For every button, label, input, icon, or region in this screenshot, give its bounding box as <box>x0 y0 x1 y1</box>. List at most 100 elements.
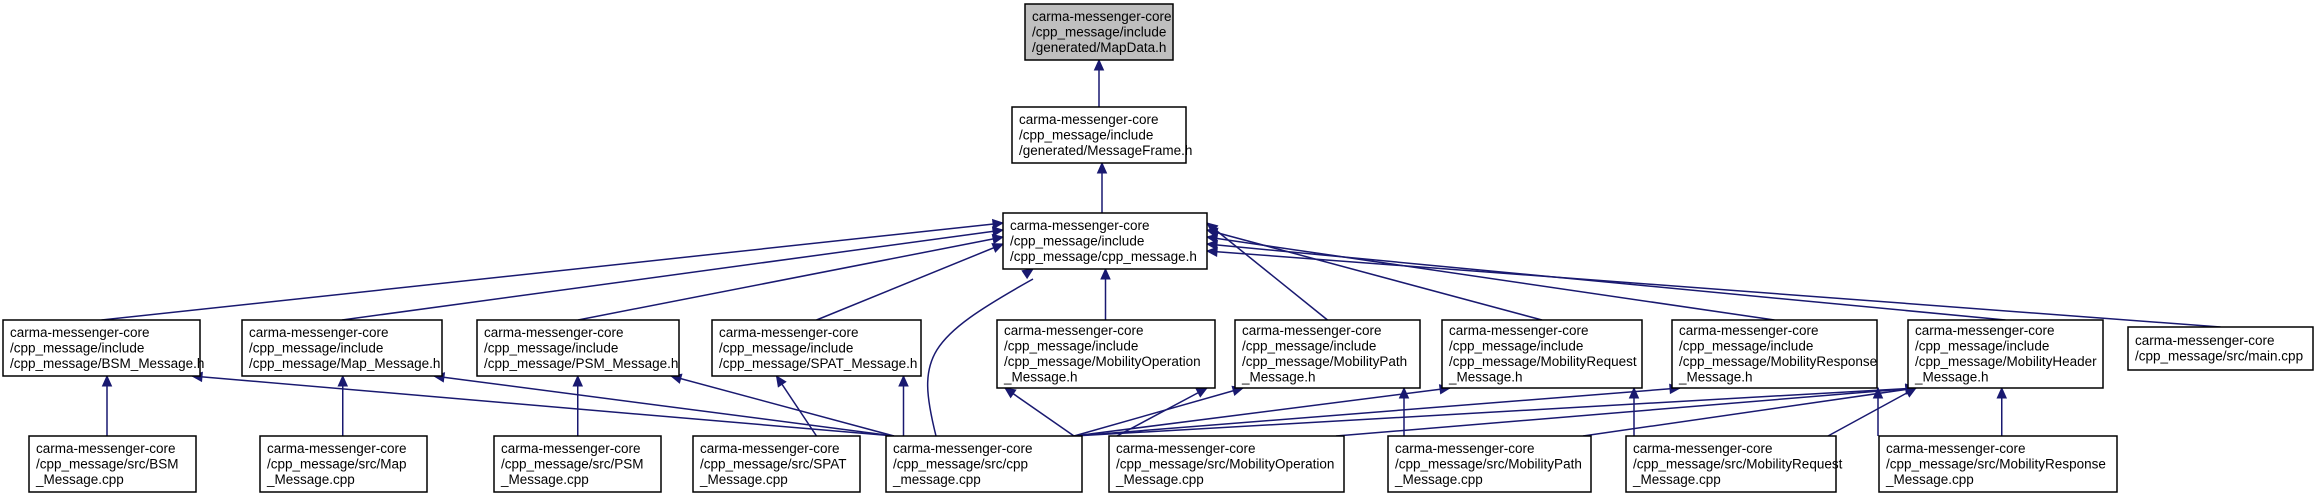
node-label-line: carma-messenger-core <box>501 441 641 456</box>
node-box <box>885 435 1083 493</box>
node-label-line: carma-messenger-core <box>1242 323 1382 338</box>
node-label-line: /cpp_message/MobilityHeader <box>1915 354 2097 369</box>
node-mobility-header-message-h[interactable]: carma-messenger-core/cpp_message/include… <box>1907 319 2104 389</box>
edge-psm_cpp-to-psm_h <box>572 374 584 436</box>
node-label-line: _Message.cpp <box>699 472 788 487</box>
node-label-line: /cpp_message/include <box>484 340 618 355</box>
nodes-layer: carma-messenger-core/cpp_message/include… <box>2 3 2314 493</box>
node-label-line: /cpp_message/include <box>1449 339 1583 354</box>
node-box <box>2 319 201 377</box>
node-label-line: /cpp_message/include <box>1032 24 1166 39</box>
node-box <box>1671 319 1878 389</box>
node-psm-message-cpp[interactable]: carma-messenger-core/cpp_message/src/PSM… <box>493 435 662 493</box>
node-box <box>692 435 861 493</box>
node-box <box>1625 435 1837 493</box>
edge-mobhdr_h-to-cpp_message_h <box>1205 239 2006 321</box>
node-label-line: /cpp_message/cpp_message.h <box>1010 249 1197 264</box>
node-label-line: /cpp_message/include <box>10 340 144 355</box>
node-label-line: carma-messenger-core <box>1449 323 1589 338</box>
node-label-line: _Message.h <box>1003 370 1078 385</box>
node-label-line: _Message.h <box>1448 370 1523 385</box>
edges-layer <box>101 58 2221 437</box>
node-mobility-request-message-h[interactable]: carma-messenger-core/cpp_message/include… <box>1441 319 1643 389</box>
node-label-line: /cpp_message/Map_Message.h <box>249 356 440 371</box>
edge-bsm_cpp-to-bsm_h <box>101 374 113 436</box>
node-label-line: /cpp_message/PSM_Message.h <box>484 356 678 371</box>
node-label-line: carma-messenger-core <box>267 441 407 456</box>
node-box <box>711 319 922 377</box>
edge-map_h-to-cpp_message_h <box>341 226 1005 321</box>
edge-cpp_message_cpp-to-spat_h <box>898 374 909 436</box>
node-main-cpp[interactable]: carma-messenger-core/cpp_message/src/mai… <box>2127 326 2314 371</box>
node-label-line: carma-messenger-core <box>1915 323 2055 338</box>
node-cpp-message-cpp[interactable]: carma-messenger-core/cpp_message/src/cpp… <box>885 435 1083 493</box>
node-mobility-operation-message-h[interactable]: carma-messenger-core/cpp_message/include… <box>996 319 1216 389</box>
node-spat-message-h[interactable]: carma-messenger-core/cpp_message/include… <box>711 319 922 377</box>
node-psm-message-h[interactable]: carma-messenger-core/cpp_message/include… <box>476 319 680 377</box>
node-label-line: /cpp_message/src/Map <box>267 456 407 471</box>
edge-map_cpp-to-map_h <box>337 374 349 436</box>
node-label-line: /cpp_message/src/MobilityResponse <box>1886 456 2106 471</box>
node-box <box>2127 326 2314 371</box>
node-mobility-response-message-cpp[interactable]: carma-messenger-core/cpp_message/src/Mob… <box>1878 435 2118 493</box>
node-mobility-operation-message-cpp[interactable]: carma-messenger-core/cpp_message/src/Mob… <box>1108 435 1345 493</box>
node-label-line: /cpp_message/src/MobilityOperation <box>1116 456 1334 471</box>
node-label-line: /generated/MapData.h <box>1032 40 1166 55</box>
node-spat-message-cpp[interactable]: carma-messenger-core/cpp_message/src/SPA… <box>692 435 861 493</box>
node-label-line: /cpp_message/MobilityResponse <box>1679 354 1877 369</box>
node-label-line: /cpp_message/include <box>719 340 853 355</box>
node-cpp-message-h[interactable]: carma-messenger-core/cpp_message/include… <box>1002 212 1208 270</box>
edge-spat_h-to-cpp_message_h <box>816 243 1005 321</box>
node-mobility-path-message-cpp[interactable]: carma-messenger-core/cpp_message/src/Mob… <box>1387 435 1592 493</box>
node-label-line: carma-messenger-core <box>1004 323 1144 338</box>
node-label-line: carma-messenger-core <box>1116 441 1256 456</box>
node-box <box>476 319 680 377</box>
node-box <box>1387 435 1592 493</box>
node-mobility-request-message-cpp[interactable]: carma-messenger-core/cpp_message/src/Mob… <box>1625 435 1843 493</box>
node-label-line: /cpp_message/include <box>1019 127 1153 142</box>
node-label-line: /cpp_message/src/MobilityRequest <box>1633 456 1843 471</box>
edge-psm_h-to-cpp_message_h <box>577 233 1005 321</box>
node-label-line: /cpp_message/src/PSM <box>501 456 644 471</box>
node-label-line: _Message.h <box>1914 370 1989 385</box>
node-label-line: _Message.cpp <box>1115 472 1204 487</box>
node-label-line: carma-messenger-core <box>36 441 176 456</box>
node-box <box>1907 319 2104 389</box>
node-label-line: _Message.h <box>1241 370 1316 385</box>
node-messageframe-h[interactable]: carma-messenger-core/cpp_message/include… <box>1011 106 1192 164</box>
node-box <box>1878 435 2118 493</box>
node-label-line: /cpp_message/include <box>1242 339 1376 354</box>
node-bsm-message-h[interactable]: carma-messenger-core/cpp_message/include… <box>2 319 204 377</box>
node-box <box>241 319 443 377</box>
node-label-line: carma-messenger-core <box>1010 218 1150 233</box>
node-label-line: /cpp_message/MobilityPath <box>1242 354 1407 369</box>
node-label-line: carma-messenger-core <box>1032 9 1172 24</box>
node-box <box>1011 106 1187 164</box>
node-mobility-path-message-h[interactable]: carma-messenger-core/cpp_message/include… <box>1234 319 1421 389</box>
edge-bsm_h-to-cpp_message_h <box>101 218 1005 321</box>
node-map-message-cpp[interactable]: carma-messenger-core/cpp_message/src/Map… <box>259 435 428 493</box>
node-label-line: carma-messenger-core <box>2135 333 2275 348</box>
node-label-line: carma-messenger-core <box>249 325 389 340</box>
node-label-line: carma-messenger-core <box>10 325 150 340</box>
edge-cpp_message_cpp-to-map_h <box>432 372 895 437</box>
node-label-line: _Message.cpp <box>35 472 124 487</box>
node-label-line: _Message.cpp <box>266 472 355 487</box>
edge-spat_cpp-to-spat_h <box>775 374 818 437</box>
node-label-line: carma-messenger-core <box>1633 441 1773 456</box>
edge-cpp_message_cpp-to-bsm_h <box>190 371 895 437</box>
node-label-line: /cpp_message/include <box>1010 233 1144 248</box>
edge-cpp_message_h-to-messageframe <box>1096 161 1108 213</box>
edge-cpp_message_cpp-to-mobop_h <box>1003 387 1075 437</box>
edge-mobreq_cpp-to-mobhdr_h <box>1827 387 1918 437</box>
node-label-line: /cpp_message/src/main.cpp <box>2135 349 2303 364</box>
node-label-line: _message.cpp <box>892 472 981 487</box>
node-label-line: /cpp_message/src/BSM <box>36 456 179 471</box>
node-box <box>996 319 1216 389</box>
node-bsm-message-cpp[interactable]: carma-messenger-core/cpp_message/src/BSM… <box>28 435 197 493</box>
node-mapdata-h[interactable]: carma-messenger-core/cpp_message/include… <box>1024 3 1174 61</box>
node-map-message-h[interactable]: carma-messenger-core/cpp_message/include… <box>241 319 443 377</box>
node-mobility-response-message-h[interactable]: carma-messenger-core/cpp_message/include… <box>1671 319 1878 389</box>
edge-messageframe-to-mapdata <box>1093 58 1105 107</box>
